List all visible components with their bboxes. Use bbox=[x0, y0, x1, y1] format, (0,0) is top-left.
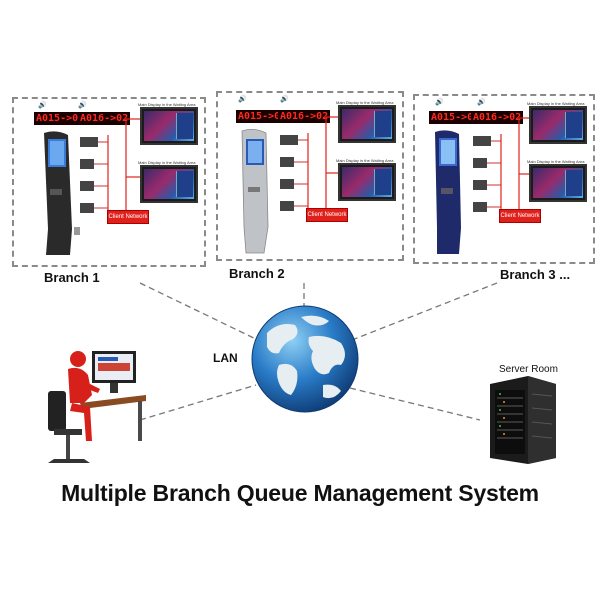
waiting-area-display bbox=[338, 105, 396, 143]
speaker-icon: 🔊 bbox=[38, 102, 47, 109]
led-display-left: A015->01 bbox=[429, 111, 482, 124]
speaker-icon: 🔊 bbox=[238, 96, 247, 103]
led-display-right: A016->02 bbox=[78, 112, 131, 125]
queue-kiosk bbox=[241, 129, 269, 254]
client-network-button: Client Network bbox=[306, 208, 348, 222]
globe-icon bbox=[251, 305, 359, 413]
equipment-stack bbox=[473, 136, 501, 212]
client-network-button: Client Network bbox=[107, 210, 149, 224]
client-network-button: Client Network bbox=[499, 209, 541, 223]
branch-2-panel: 🔊 🔊 A015->01 A016->02 Client Network Mai… bbox=[216, 91, 404, 261]
waiting-area-display bbox=[338, 163, 396, 201]
server-rack-icon bbox=[490, 376, 556, 464]
led-display-right: A016->02 bbox=[278, 110, 331, 123]
monitor-caption: Main Display in the Waiting Area bbox=[138, 160, 196, 165]
monitor-caption: Main Display in the Waiting Area bbox=[527, 159, 585, 164]
operator-workstation bbox=[48, 351, 146, 463]
waiting-area-display bbox=[529, 164, 587, 202]
queue-kiosk bbox=[44, 131, 72, 255]
branch-1-label: Branch 1 bbox=[44, 270, 100, 285]
led-display-left: A015->01 bbox=[236, 110, 289, 123]
monitor-caption: Main Display in the Waiting Area bbox=[138, 102, 196, 107]
server-room-label: Server Room bbox=[499, 364, 558, 375]
link-operator bbox=[139, 384, 257, 421]
equipment-stack bbox=[74, 137, 108, 235]
equipment-stack bbox=[280, 135, 308, 211]
branch-2-label: Branch 2 bbox=[229, 266, 285, 281]
speaker-icon: 🔊 bbox=[477, 99, 486, 106]
link-branch-3 bbox=[351, 282, 498, 341]
waiting-area-display bbox=[140, 107, 198, 145]
speaker-icon: 🔊 bbox=[78, 102, 87, 109]
monitor-caption: Main Display in the Waiting Area bbox=[336, 100, 394, 105]
queue-kiosk bbox=[435, 130, 461, 254]
link-branch-1 bbox=[139, 282, 263, 343]
speaker-icon: 🔊 bbox=[280, 96, 289, 103]
monitor-caption: Main Display in the Waiting Area bbox=[336, 158, 394, 163]
lan-label: LAN bbox=[213, 351, 238, 365]
link-server bbox=[349, 387, 481, 421]
waiting-area-display bbox=[529, 106, 587, 144]
led-display-right: A016->02 bbox=[471, 111, 524, 124]
led-display-left: A015->01 bbox=[34, 112, 87, 125]
page-title: Multiple Branch Queue Management System bbox=[61, 480, 539, 506]
speaker-icon: 🔊 bbox=[435, 99, 444, 106]
branch-3-panel: 🔊 🔊 A015->01 A016->02 Client Network Mai… bbox=[413, 94, 595, 264]
branch-1-panel: 🔊 🔊 A015->01 A016->02 Client Network Mai… bbox=[12, 97, 206, 267]
waiting-area-display bbox=[140, 165, 198, 203]
monitor-caption: Main Display in the Waiting Area bbox=[527, 101, 585, 106]
branch-3-label: Branch 3 ... bbox=[500, 267, 571, 282]
